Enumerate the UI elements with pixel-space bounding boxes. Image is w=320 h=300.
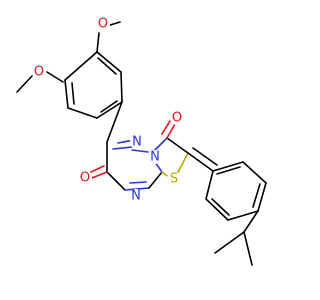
atom-labels: O O N N N O O S xyxy=(32,17,184,204)
bond xyxy=(64,51,98,81)
thiazole-carbonyl xyxy=(161,120,176,139)
bond xyxy=(96,101,123,119)
exocyclic-alkene xyxy=(187,147,218,172)
bond xyxy=(214,231,245,254)
isopropylphenyl-ring xyxy=(205,161,267,221)
atom-label-s: S xyxy=(170,172,178,187)
atom-label-n: N xyxy=(132,135,142,150)
bond xyxy=(120,71,123,103)
isopropyl-group xyxy=(214,210,259,266)
atom-label-n: N xyxy=(131,189,141,204)
bond xyxy=(166,137,189,154)
bond xyxy=(97,57,117,75)
molecule-diagram: O O N N N O O S xyxy=(16,17,267,266)
bond xyxy=(67,107,98,119)
bond xyxy=(131,149,149,153)
bond xyxy=(252,183,261,208)
bond xyxy=(96,32,100,53)
bond xyxy=(257,182,267,212)
bond xyxy=(175,152,189,177)
benzyl-linker xyxy=(106,101,123,143)
bond xyxy=(100,100,118,113)
methoxy-groups xyxy=(16,21,121,93)
bond xyxy=(112,146,133,150)
bond xyxy=(91,171,108,179)
bond xyxy=(71,82,75,105)
atom-label-o: O xyxy=(98,17,108,32)
bond xyxy=(129,181,147,184)
atom-label-o: O xyxy=(80,171,90,186)
bond xyxy=(106,101,123,143)
bond xyxy=(242,161,267,184)
triazine-carbonyl xyxy=(90,165,108,179)
atom-label-o: O xyxy=(172,111,182,126)
atom-label-o: O xyxy=(34,65,44,80)
bond xyxy=(161,120,171,135)
bond xyxy=(216,166,241,175)
bond xyxy=(46,71,64,83)
bond xyxy=(124,187,150,191)
bond xyxy=(96,51,122,73)
bond xyxy=(166,123,176,139)
bond xyxy=(205,170,214,200)
bond xyxy=(243,231,253,266)
bond xyxy=(227,210,259,221)
bond xyxy=(106,171,126,191)
atom-label-n: N xyxy=(150,150,160,165)
bond xyxy=(211,198,230,216)
bond xyxy=(90,165,105,173)
bond xyxy=(205,198,229,221)
bond xyxy=(192,147,218,166)
bond xyxy=(64,79,69,109)
bond xyxy=(243,210,259,233)
bond xyxy=(148,171,163,189)
bond xyxy=(16,75,33,93)
bond xyxy=(187,152,214,172)
dimethoxyphenyl-ring xyxy=(64,51,123,119)
bond xyxy=(212,161,244,172)
